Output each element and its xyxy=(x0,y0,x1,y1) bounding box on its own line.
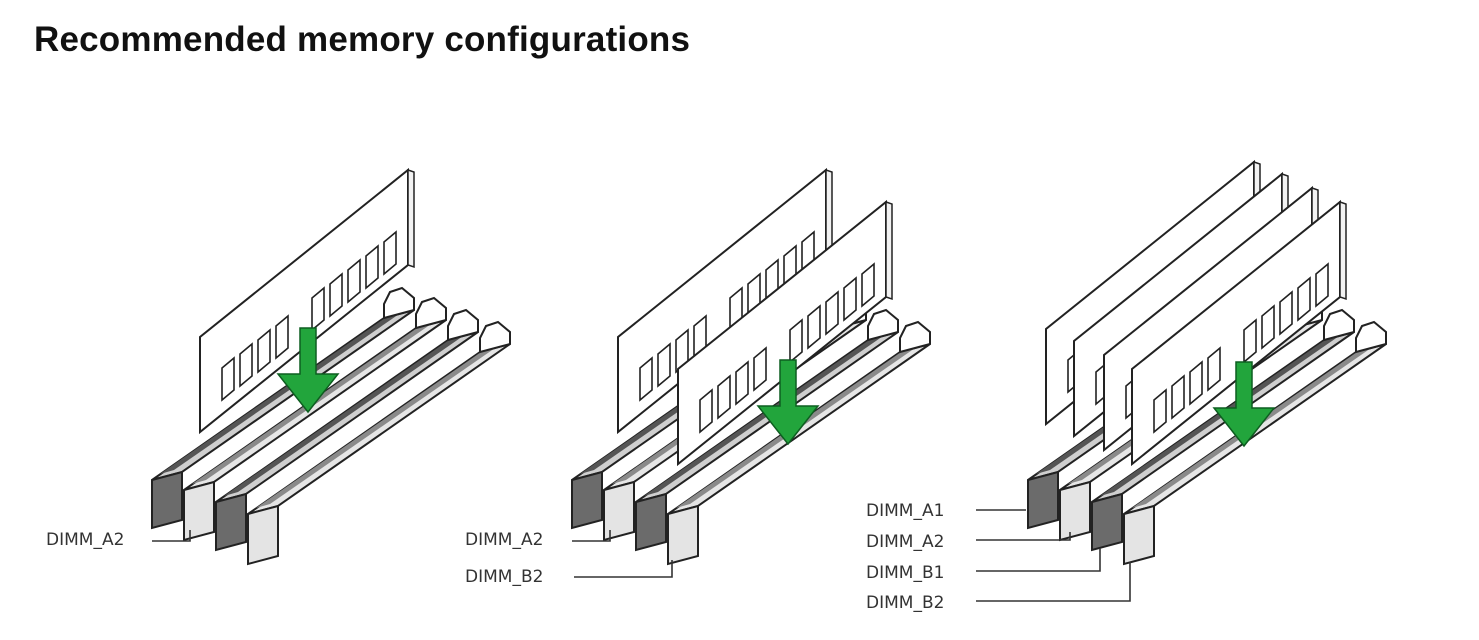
config-four-modules xyxy=(1027,161,1387,565)
leader-lines xyxy=(152,509,1131,602)
slot-label-dimm-a1: DIMM_A1 xyxy=(866,501,944,521)
slot-label-dimm-a2: DIMM_A2 xyxy=(46,530,124,550)
page-title: Recommended memory configurations xyxy=(34,20,691,59)
slot-label-dimm-a2: DIMM_A2 xyxy=(465,530,543,550)
slot-label-dimm-b1: DIMM_B1 xyxy=(866,563,944,583)
config-one-module xyxy=(151,169,511,565)
slot-label-dimm-b2: DIMM_B2 xyxy=(866,593,944,613)
slot-label-dimm-a2: DIMM_A2 xyxy=(866,532,944,552)
slot-label-dimm-b2: DIMM_B2 xyxy=(465,567,543,587)
